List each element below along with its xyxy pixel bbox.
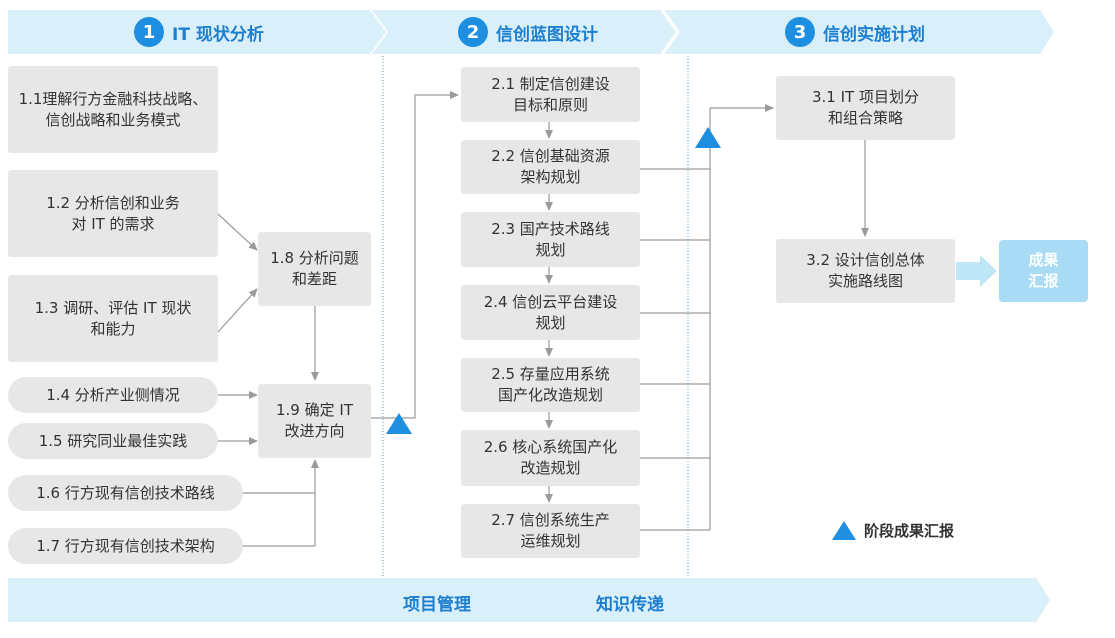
step-2-6: 2.6 核心系统国产化 改造规划 bbox=[461, 430, 640, 486]
step-2-5: 2.5 存量应用系统 国产化改造规划 bbox=[461, 358, 640, 412]
step-2-4: 2.4 信创云平台建设 规划 bbox=[461, 285, 640, 340]
step-1-8: 1.8 分析问题 和差距 bbox=[258, 232, 371, 306]
phase-2-number: 2 bbox=[458, 17, 488, 47]
step-2-2: 2.2 信创基础资源 架构规划 bbox=[461, 140, 640, 194]
knowledge-transfer-label: 知识传递 bbox=[596, 595, 664, 615]
milestone-triangle-2 bbox=[695, 127, 721, 148]
step-1-1: 1.1理解行方金融科技战略、 信创战略和业务模式 bbox=[8, 66, 218, 153]
phase-3-title: 信创实施计划 bbox=[823, 24, 925, 45]
legend: 阶段成果汇报 bbox=[832, 520, 954, 541]
step-3-1: 3.1 IT 项目划分 和组合策略 bbox=[776, 76, 955, 140]
phase-3-header: 3 信创实施计划 bbox=[785, 10, 925, 54]
legend-label: 阶段成果汇报 bbox=[864, 522, 955, 540]
phase-2-title: 信创蓝图设计 bbox=[496, 24, 598, 45]
result-arrow bbox=[956, 255, 997, 287]
phase-2-header: 2 信创蓝图设计 bbox=[458, 10, 598, 54]
step-1-3: 1.3 调研、评估 IT 现状 和能力 bbox=[8, 275, 218, 362]
step-3-2: 3.2 设计信创总体 实施路线图 bbox=[776, 239, 955, 303]
phase-2-banner bbox=[372, 10, 676, 54]
project-management-label: 项目管理 bbox=[403, 595, 471, 615]
step-2-1: 2.1 制定信创建设 目标和原则 bbox=[461, 67, 640, 122]
phase-3-banner bbox=[664, 10, 1054, 54]
result-report-box: 成果 汇报 bbox=[999, 240, 1088, 302]
step-1-9: 1.9 确定 IT 改进方向 bbox=[258, 384, 371, 458]
step-1-6: 1.6 行方现有信创技术路线 bbox=[8, 475, 243, 511]
step-1-5: 1.5 研究同业最佳实践 bbox=[8, 423, 218, 459]
step-1-7: 1.7 行方现有信创技术架构 bbox=[8, 528, 243, 564]
phase-3-number: 3 bbox=[785, 17, 815, 47]
step-2-7: 2.7 信创系统生产 运维规划 bbox=[461, 504, 640, 558]
phase-1-banner bbox=[8, 10, 386, 54]
phase-1-header: 1 IT 现状分析 bbox=[134, 10, 264, 54]
step-2-3: 2.3 国产技术路线 规划 bbox=[461, 212, 640, 267]
phase-1-title: IT 现状分析 bbox=[172, 24, 264, 45]
bottom-band bbox=[8, 578, 1050, 622]
milestone-triangle-icon bbox=[832, 520, 856, 540]
step-1-4: 1.4 分析产业侧情况 bbox=[8, 377, 218, 413]
step-1-2: 1.2 分析信创和业务 对 IT 的需求 bbox=[8, 170, 218, 257]
phase-1-number: 1 bbox=[134, 17, 164, 47]
milestone-triangle-1 bbox=[386, 413, 412, 434]
